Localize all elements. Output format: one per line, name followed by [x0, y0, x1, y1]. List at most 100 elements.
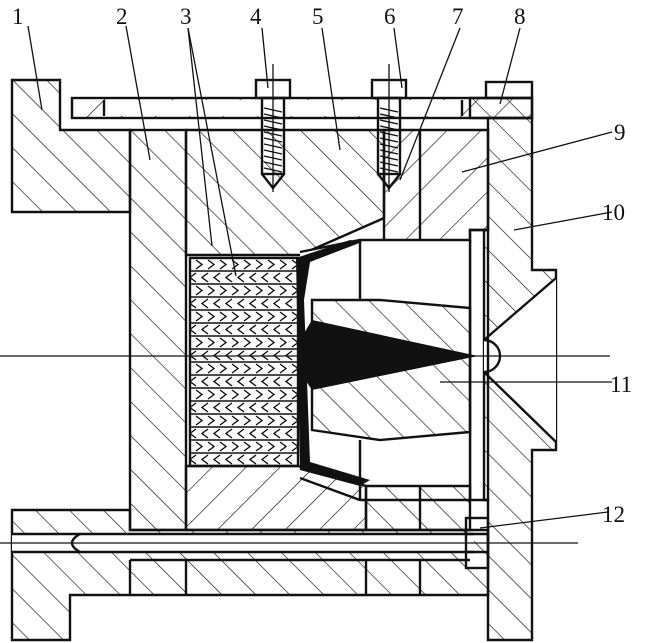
label-2: 2 [116, 4, 128, 29]
label-6: 6 [384, 4, 396, 29]
ring-hatch [284, 324, 293, 335]
ring-hatch [195, 337, 204, 348]
ring-hatch [284, 454, 293, 465]
ring-hatch [219, 363, 228, 374]
ring-hatch [279, 363, 288, 374]
ring-hatch [200, 428, 209, 439]
ring-hatch [260, 454, 269, 465]
ring-hatch [260, 402, 269, 413]
ring-hatch [231, 285, 240, 296]
ring-hatch [219, 389, 228, 400]
ring-hatch [267, 415, 276, 426]
ring-hatch [279, 441, 288, 452]
ring-hatch [236, 428, 245, 439]
ring-hatch [224, 298, 233, 309]
ring-hatch [236, 272, 245, 283]
ring-hatch [195, 441, 204, 452]
ring-hatch [284, 376, 293, 387]
ring-hatch [260, 324, 269, 335]
ring-hatch [236, 454, 245, 465]
ring-hatch [212, 376, 221, 387]
ring-hatch [267, 363, 276, 374]
ring-hatch [243, 337, 252, 348]
ring-hatch [255, 285, 264, 296]
ring-hatch [212, 428, 221, 439]
ring-hatch [207, 441, 216, 452]
ring-hatch [267, 441, 276, 452]
ring-hatch [243, 311, 252, 322]
ring-hatch [195, 363, 204, 374]
ring-hatch [255, 311, 264, 322]
ring-hatch [219, 285, 228, 296]
ring-hatch [279, 311, 288, 322]
ring-hatch [200, 402, 209, 413]
ring-hatch [195, 389, 204, 400]
ring-hatch [248, 272, 257, 283]
ring-hatch [272, 428, 281, 439]
label-8: 8 [514, 4, 526, 29]
ring-hatch [200, 324, 209, 335]
ring-hatch [267, 337, 276, 348]
ring-hatch [231, 441, 240, 452]
base-plate [10, 508, 490, 642]
ring-hatch [272, 272, 281, 283]
ring-hatch [267, 259, 276, 270]
ring-hatch [236, 298, 245, 309]
ring-hatch [284, 428, 293, 439]
ring-hatch [255, 337, 264, 348]
ring-hatch [267, 389, 276, 400]
label-9: 9 [614, 120, 626, 145]
ring-hatch [219, 311, 228, 322]
ring-hatch [200, 298, 209, 309]
part-3-ring-stack [188, 256, 300, 468]
ring-hatch [255, 259, 264, 270]
ring-hatch [243, 441, 252, 452]
ring-hatch [248, 428, 257, 439]
ring-hatch [212, 298, 221, 309]
ring-hatch [224, 324, 233, 335]
label-10: 10 [602, 200, 625, 225]
ring-hatch [236, 376, 245, 387]
ring-hatch [272, 402, 281, 413]
ring-hatch [207, 415, 216, 426]
ring-hatch [248, 402, 257, 413]
ring-hatch [260, 298, 269, 309]
label-11: 11 [610, 372, 632, 397]
label-12: 12 [602, 502, 625, 527]
label-4: 4 [250, 4, 262, 29]
lower-die-block [184, 464, 472, 532]
ring-hatch [212, 272, 221, 283]
ring-hatch [224, 272, 233, 283]
ring-hatch [284, 272, 293, 283]
ring-hatch [255, 389, 264, 400]
ring-hatch [200, 272, 209, 283]
ring-hatch [267, 311, 276, 322]
ring-hatch [207, 285, 216, 296]
ring-hatch [284, 298, 293, 309]
ring-hatch [279, 259, 288, 270]
ring-hatch [200, 376, 209, 387]
ring-hatch [231, 311, 240, 322]
ring-hatch [224, 454, 233, 465]
ring-hatch [200, 454, 209, 465]
part-labels: 1 2 3 4 5 6 7 8 9 10 11 12 [12, 4, 632, 527]
ring-hatch [195, 259, 204, 270]
ring-hatch [236, 324, 245, 335]
ring-hatch [255, 363, 264, 374]
label-3: 3 [180, 4, 192, 29]
ring-hatch [272, 454, 281, 465]
ring-hatch [195, 415, 204, 426]
ring-hatch [267, 285, 276, 296]
ring-hatch [219, 337, 228, 348]
ring-hatch [248, 376, 257, 387]
ring-hatch [207, 389, 216, 400]
ring-hatch [212, 454, 221, 465]
ring-hatch [248, 454, 257, 465]
ring-hatch [207, 259, 216, 270]
ring-hatch [243, 415, 252, 426]
ring-hatch [284, 402, 293, 413]
ring-hatch [219, 415, 228, 426]
ring-hatch [272, 376, 281, 387]
ring-hatch [236, 402, 245, 413]
ring-hatch [243, 285, 252, 296]
